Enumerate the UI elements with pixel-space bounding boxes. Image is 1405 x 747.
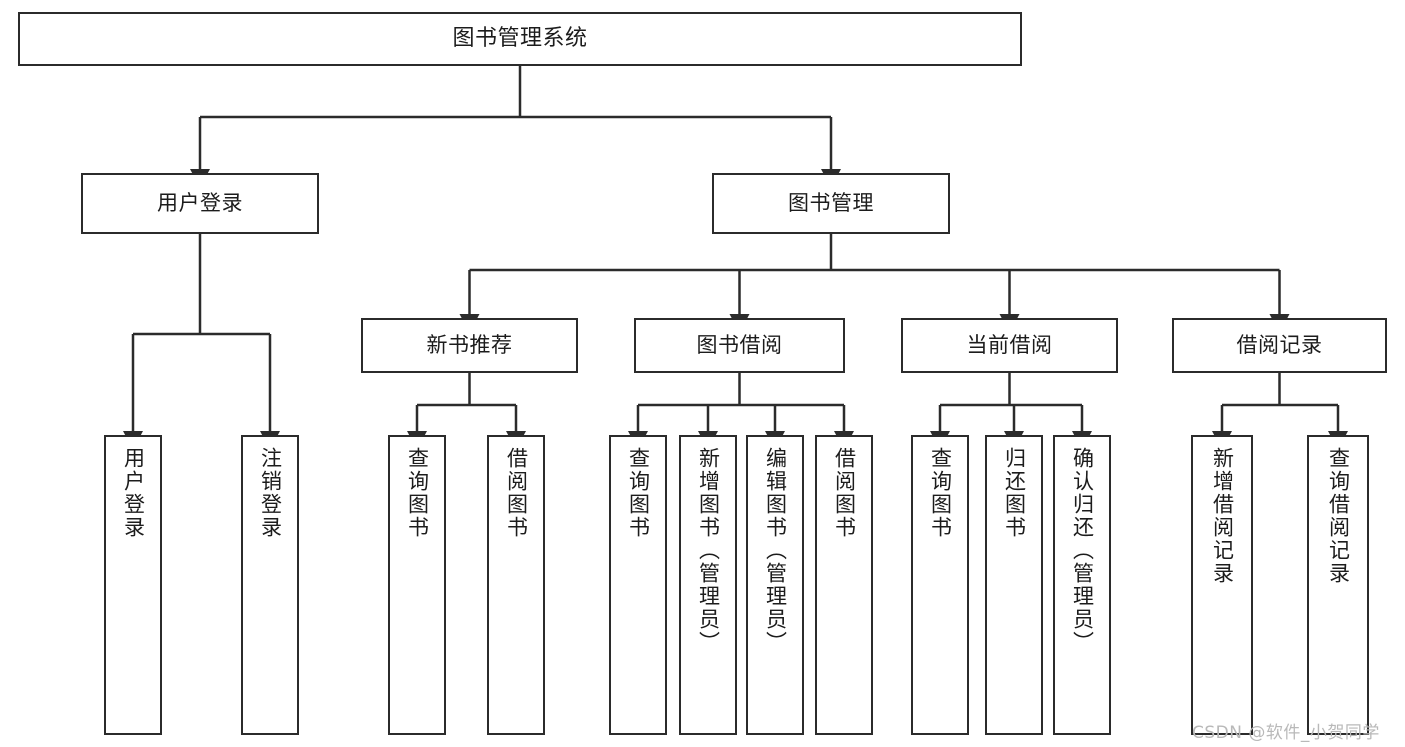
node-leaf-edit-book[interactable]: 编辑图书（管理员） xyxy=(746,435,804,735)
node-label: 图书借阅 xyxy=(696,333,783,358)
node-leaf-return[interactable]: 归还图书 xyxy=(985,435,1043,735)
node-label: 查询借阅记录 xyxy=(1326,447,1351,585)
node-label: 查询图书 xyxy=(928,447,953,539)
node-label: 查询图书 xyxy=(626,447,651,539)
node-leaf-borrow-1[interactable]: 借阅图书 xyxy=(487,435,545,735)
node-root[interactable]: 图书管理系统 xyxy=(18,12,1022,66)
node-label: 当前借阅 xyxy=(966,333,1053,358)
node-label: 新增图书（管理员） xyxy=(696,447,721,654)
node-label: 新书推荐 xyxy=(426,333,513,358)
node-leaf-query-1[interactable]: 查询图书 xyxy=(388,435,446,735)
node-leaf-add-rec[interactable]: 新增借阅记录 xyxy=(1191,435,1253,735)
node-book-borrow[interactable]: 图书借阅 xyxy=(634,318,845,373)
node-label: 借阅图书 xyxy=(832,447,857,539)
node-label: 确认归还（管理员） xyxy=(1070,447,1095,654)
node-leaf-add-book[interactable]: 新增图书（管理员） xyxy=(679,435,737,735)
node-leaf-confirm[interactable]: 确认归还（管理员） xyxy=(1053,435,1111,735)
node-user-login[interactable]: 用户登录 xyxy=(81,173,319,234)
node-label: 图书管理系统 xyxy=(452,26,588,52)
node-current-borrow[interactable]: 当前借阅 xyxy=(901,318,1118,373)
node-label: 编辑图书（管理员） xyxy=(763,447,788,654)
node-label: 查询图书 xyxy=(405,447,430,539)
node-label: 注销登录 xyxy=(258,447,283,539)
node-leaf-logout[interactable]: 注销登录 xyxy=(241,435,299,735)
node-leaf-borrow-2[interactable]: 借阅图书 xyxy=(815,435,873,735)
node-leaf-query-3[interactable]: 查询图书 xyxy=(911,435,969,735)
node-label: 图书管理 xyxy=(788,191,874,216)
node-book-manage[interactable]: 图书管理 xyxy=(712,173,950,234)
node-leaf-query-2[interactable]: 查询图书 xyxy=(609,435,667,735)
node-borrow-record[interactable]: 借阅记录 xyxy=(1172,318,1387,373)
edge-layer xyxy=(123,66,1348,450)
node-label: 用户登录 xyxy=(157,191,243,216)
node-new-book-rec[interactable]: 新书推荐 xyxy=(361,318,578,373)
node-leaf-user-login[interactable]: 用户登录 xyxy=(104,435,162,735)
node-label: 借阅图书 xyxy=(504,447,529,539)
node-label: 归还图书 xyxy=(1002,447,1027,539)
watermark: CSDN @软件_小贺同学 xyxy=(1192,723,1380,743)
node-label: 新增借阅记录 xyxy=(1210,447,1235,585)
node-leaf-query-rec[interactable]: 查询借阅记录 xyxy=(1307,435,1369,735)
node-label: 用户登录 xyxy=(121,447,146,539)
node-label: 借阅记录 xyxy=(1236,333,1323,358)
